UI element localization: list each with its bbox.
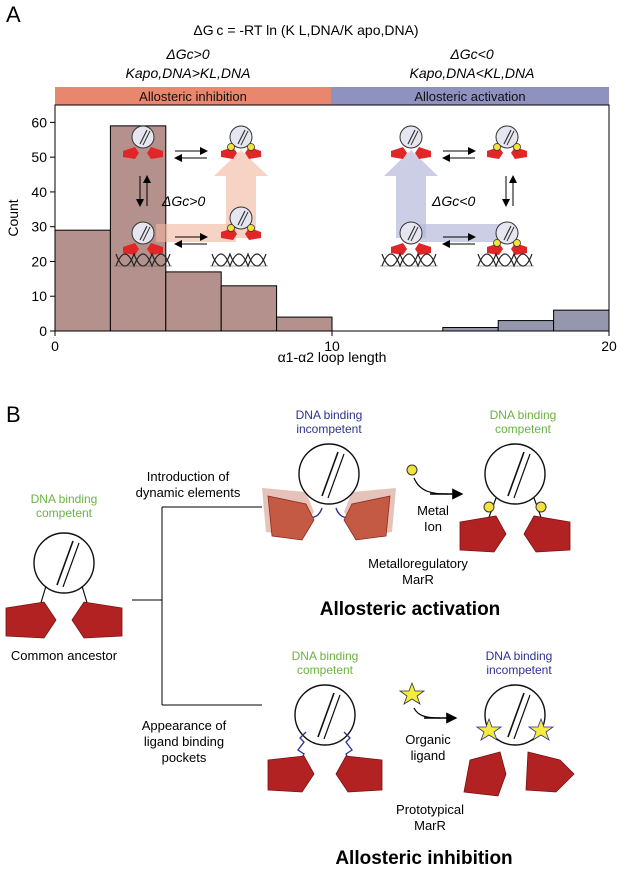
histogram-bar — [497, 320, 555, 332]
y-axis-label: Count — [5, 199, 21, 236]
histogram-bar — [442, 327, 499, 332]
activation-after-protein-icon — [484, 443, 546, 505]
protein-metal-icon — [486, 125, 528, 160]
bound-metal-icon — [483, 501, 495, 513]
y-tick-label: 30 — [31, 219, 47, 235]
inset-right-dg-label: ΔGc<0 — [431, 193, 475, 209]
branch-lines — [132, 506, 262, 706]
inset-right-arrow-band — [420, 224, 502, 242]
ancestor-domain-left — [5, 601, 57, 639]
x-tick-label: 10 — [324, 338, 340, 354]
histogram-bar — [165, 271, 222, 332]
organic-ligand-star-icon — [398, 681, 426, 705]
histogram-bar — [553, 309, 610, 332]
x-tick-label: 20 — [601, 338, 617, 354]
dna-icon — [209, 253, 269, 267]
metal-dot-icon — [493, 143, 501, 151]
x-axis-label: α1-α2 loop length — [278, 349, 387, 365]
formula: ΔG c = -RT ln (K L,DNA/K apo,DNA) — [193, 22, 418, 38]
ligand-pocket — [297, 731, 307, 763]
y-tick-label: 20 — [31, 253, 47, 269]
activation-band — [331, 87, 609, 105]
left-condition: ΔGc>0 Kapo,DNA>KL,DNA — [126, 46, 251, 81]
x-tick-label: 0 — [51, 338, 59, 354]
activation-after-domain-right — [523, 515, 571, 553]
ancestor-domain-right — [71, 601, 123, 639]
ancestor-protein-icon — [33, 532, 95, 594]
y-tick-label: 10 — [31, 288, 47, 304]
bound-ligand-star-icon — [475, 717, 503, 741]
dna-icon — [379, 253, 439, 267]
y-tick-label: 50 — [31, 149, 47, 165]
bound-ligand-star-icon — [527, 717, 555, 741]
metal-dot-icon — [513, 239, 521, 247]
left-condition-line2: Kapo,DNA>KL,DNA — [126, 65, 251, 81]
activation-before-protein-icon — [298, 443, 360, 505]
activation-title: Allosteric activation — [320, 599, 501, 620]
histogram-bar — [54, 229, 111, 332]
ligand-dot-icon — [227, 143, 235, 151]
inhibition-after-domain-left — [463, 751, 507, 797]
activation-after-domain-left — [459, 515, 507, 553]
inhibition-before-protein-icon — [294, 684, 356, 746]
inset-activation-cycle: ΔGc<0 — [379, 125, 535, 267]
ligand-dot-icon — [227, 224, 235, 232]
ancestor-name: Common ancestor — [11, 648, 118, 663]
panel-a-label: A — [6, 2, 21, 27]
inhibition-band-label: Allosteric inhibition — [139, 89, 247, 104]
y-tick-label: 0 — [39, 323, 47, 339]
inhibition-band — [55, 87, 331, 105]
svg-text:ΔG c = -RT ln (K L,DNA/K apo,D: ΔG c = -RT ln (K L,DNA/K apo,DNA) — [193, 22, 418, 38]
formula-text: ΔG c = -RT ln (K L,DNA/K apo,DNA) — [193, 22, 418, 38]
y-tick-label: 60 — [31, 114, 47, 130]
ligand-pocket — [343, 731, 353, 763]
right-condition-line1: ΔGc<0 — [449, 46, 493, 62]
dna-icon — [475, 253, 535, 267]
inhibition-title: Allosteric inhibition — [335, 848, 512, 869]
inhibition-after-domain-right — [525, 751, 575, 793]
metal-dot-icon — [493, 239, 501, 247]
inset-left-dg-label: ΔGc>0 — [161, 193, 205, 209]
histogram-chart: 0 10 20 30 40 50 60 0 10 20 Count α1-α2 loop len… — [5, 104, 617, 365]
ligand-dot-icon — [247, 224, 255, 232]
right-condition: ΔGc<0 Kapo,DNA<KL,DNA — [410, 46, 535, 81]
right-condition-line2: Kapo,DNA<KL,DNA — [410, 65, 535, 81]
ligand-dot-icon — [247, 143, 255, 151]
activation-band-label: Allosteric activation — [414, 89, 525, 104]
inhibition-before-domain-left — [267, 755, 315, 793]
inhibition-before-domain-right — [335, 755, 383, 793]
activation-before-domain-left — [267, 495, 315, 541]
metal-ion-icon — [406, 464, 418, 476]
inset-right-up-arrow — [384, 150, 438, 238]
histogram-bar — [220, 285, 278, 332]
histogram-bar — [276, 316, 333, 332]
y-tick-label: 40 — [31, 184, 47, 200]
left-condition-line1: ΔGc>0 — [165, 46, 209, 62]
metal-dot-icon — [513, 143, 521, 151]
activation-before-domain-right — [343, 495, 391, 541]
panel-b-label: B — [6, 402, 21, 427]
bound-metal-icon — [535, 501, 547, 513]
inset-left-up-arrow — [214, 150, 268, 238]
inset-inhibition-cycle: ΔGc>0 — [113, 125, 269, 267]
